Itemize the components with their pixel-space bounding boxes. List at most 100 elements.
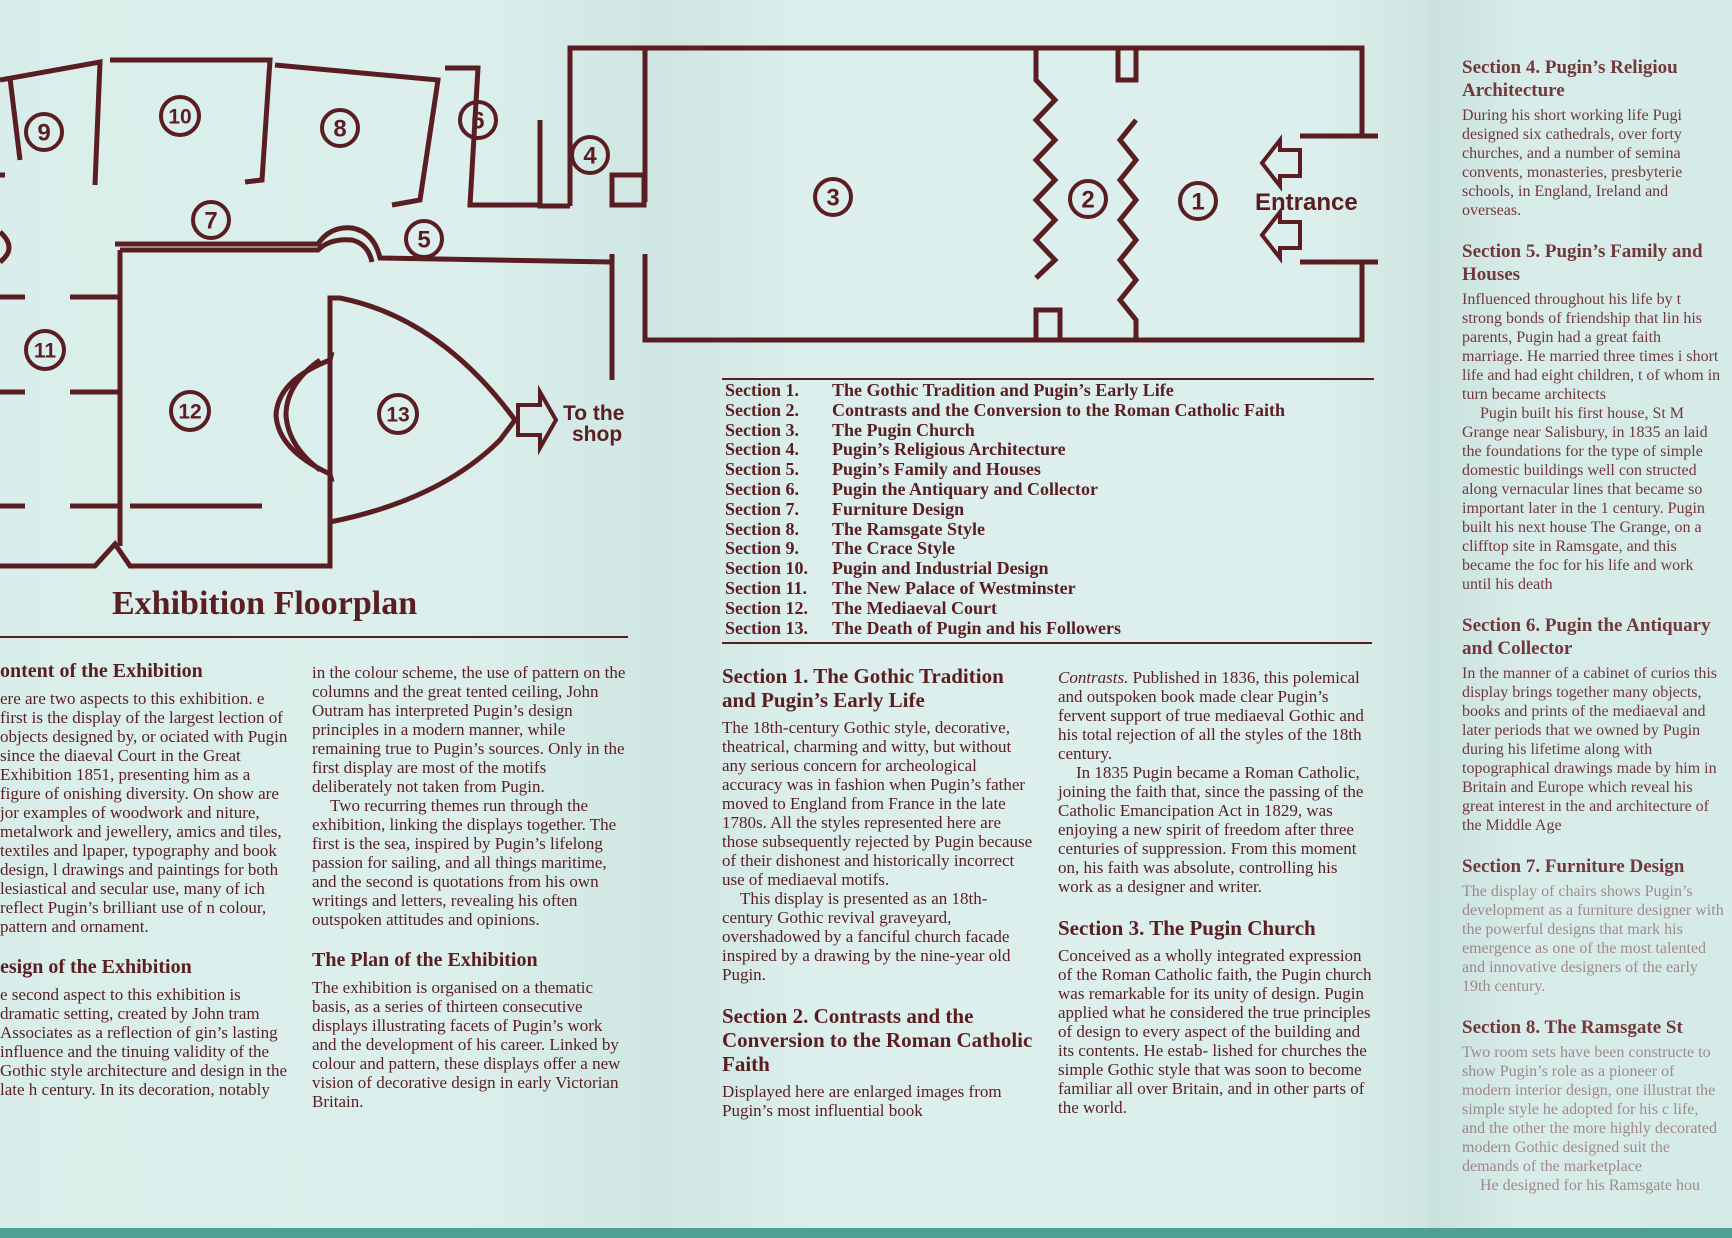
- svg-text:10: 10: [168, 106, 191, 129]
- section-list-item: Section 13.The Death of Pugin and his Fo…: [725, 617, 1122, 638]
- svg-text:3: 3: [826, 185, 839, 212]
- paragraph-section-4: During his short working life Pugi desig…: [1462, 107, 1683, 219]
- plan-marker-7: 7: [191, 200, 231, 240]
- heading-section-3: Section 3. The Pugin Church: [1058, 916, 1316, 940]
- heading-plan: The Plan of the Exhibition: [312, 949, 538, 971]
- heading-section-7: Section 7. Furniture Design: [1462, 856, 1685, 877]
- section-list-item: Section 12.The Mediaeval Court: [725, 597, 997, 618]
- plan-marker-1: 1: [1178, 181, 1218, 221]
- section-list-item: Section 7.Furniture Design: [725, 498, 965, 519]
- plan-marker-10: 10: [159, 95, 201, 137]
- svg-text:11: 11: [34, 340, 57, 363]
- shop-label-line2: shop: [572, 423, 622, 446]
- plan-wall-band: [0, 225, 613, 265]
- paragraph-section-8b: He designed for his Ramsgate hou: [1480, 1177, 1700, 1194]
- paragraph-contrasts: Contrasts. Published in 1836, this polem…: [1058, 668, 1364, 763]
- plan-marker-12: 12: [169, 390, 211, 432]
- plan-marker-6: 6: [458, 100, 498, 140]
- plan-entrance-arrow-top: [1259, 134, 1302, 192]
- plan-ticks-11: [0, 294, 118, 509]
- heading-section-1: Section 1. The Gothic Tradition and Pugi…: [722, 664, 1004, 712]
- plan-wall-room9: [7, 77, 23, 161]
- shop-label-line1: To the: [563, 402, 624, 425]
- paragraph-section-1b: This display is presented as an 18th-cen…: [722, 889, 1011, 984]
- paragraph-section-3: Conceived as a wholly integrated express…: [1058, 946, 1372, 1117]
- plan-zigzag-left: [1032, 50, 1059, 280]
- svg-text:2: 2: [1081, 187, 1094, 214]
- paragraph-conversion: In 1835 Pugin became a Roman Catholic, j…: [1058, 763, 1364, 896]
- plan-wall-lower: [0, 250, 519, 569]
- svg-text:6: 6: [471, 108, 484, 135]
- paragraph-themes: Two recurring themes run through the exh…: [312, 796, 617, 929]
- plan-marker-3: 3: [813, 177, 853, 217]
- heading-section-2: Section 2. Contrasts and the Conversion …: [722, 1004, 1033, 1076]
- paragraph-design: e second aspect to this exhibition is dr…: [0, 985, 288, 1099]
- plan-wall-stub: [537, 170, 570, 209]
- plan-marker-11: 11: [24, 329, 66, 371]
- paragraph-section-5: Influenced throughout his life by t stro…: [1462, 291, 1721, 403]
- svg-text:7: 7: [204, 208, 217, 235]
- paragraph-section-5b: Pugin built his first house, St M Grange…: [1462, 405, 1708, 593]
- plan-pillar: [609, 172, 647, 208]
- plan-marker-13: 13: [377, 393, 419, 435]
- middle-column-2: Contrasts. Published in 1836, this polem…: [1058, 668, 1373, 1117]
- floorplan-diagram: 1 2 3 4 5 6 7 8 9 10 11 12 13 Entrance T…: [0, 45, 1378, 569]
- paragraph-section-1: The 18th-century Gothic style, decorativ…: [722, 718, 1033, 889]
- paragraph-colour-scheme: in the colour scheme, the use of pattern…: [312, 663, 626, 796]
- floorplan-title: Exhibition Floorplan: [112, 585, 418, 622]
- plan-wall-gap: [609, 254, 648, 380]
- section-list-item: Section 1.The Gothic Tradition and Pugin…: [725, 380, 1174, 400]
- section-list-top-rule: [722, 378, 1374, 380]
- paragraph-section-8: Two room sets have been constructe to sh…: [1462, 1044, 1718, 1175]
- plan-marker-4: 4: [570, 135, 610, 175]
- entrance-label: Entrance: [1255, 189, 1358, 216]
- plan-shop-arrow: [516, 384, 559, 456]
- section-list-item: Section 6.Pugin the Antiquary and Collec…: [725, 478, 1099, 499]
- heading-section-6: Section 6. Pugin the Antiquary and Colle…: [1462, 615, 1711, 659]
- section-list-item: Section 8.The Ramsgate Style: [725, 518, 985, 539]
- plan-marker-8: 8: [320, 108, 360, 148]
- plan-zigzag-right: [1116, 118, 1140, 340]
- paragraph-content: ere are two aspects to this exhibition. …: [0, 689, 288, 936]
- section-list-item: Section 11.The New Palace of Westminster: [725, 577, 1076, 598]
- right-panel: [1430, 0, 1732, 1238]
- plan-wall-outer: [567, 45, 1365, 343]
- svg-text:9: 9: [37, 120, 50, 147]
- plan-marker-2: 2: [1068, 179, 1108, 219]
- paragraph-plan: The exhibition is organised on a themati…: [312, 978, 621, 1111]
- section-list-item: Section 9.The Crace Style: [725, 538, 955, 559]
- section-list-item: Section 10.Pugin and Industrial Design: [725, 558, 1049, 579]
- paragraph-section-7: The display of chairs shows Pugin’s deve…: [1462, 883, 1724, 995]
- svg-text:12: 12: [178, 401, 201, 424]
- right-column: Section 4. Pugin’s Religiou Architecture…: [1462, 56, 1724, 1195]
- svg-text:4: 4: [583, 143, 597, 170]
- left-column-1: ontent of the Exhibition ere are two asp…: [0, 660, 290, 1099]
- plan-entrance-arrow-bottom: [1259, 206, 1302, 264]
- heading-content: ontent of the Exhibition: [0, 660, 203, 682]
- left-column-2: in the colour scheme, the use of pattern…: [312, 663, 630, 1111]
- plan-marker-5: 5: [404, 219, 444, 259]
- svg-text:13: 13: [386, 404, 409, 427]
- title-rule: [0, 636, 628, 638]
- section-list-item: Section 5.Pugin’s Family and Houses: [725, 459, 1041, 480]
- section-list-item: Section 2.Contrasts and the Conversion t…: [725, 399, 1286, 420]
- heading-section-4: Section 4. Pugin’s Religiou Architecture: [1462, 57, 1678, 101]
- heading-section-8: Section 8. The Ramsgate St: [1462, 1017, 1683, 1038]
- svg-text:1: 1: [1191, 189, 1204, 216]
- svg-text:5: 5: [417, 227, 430, 254]
- paragraph-section-2: Displayed here are enlarged images from …: [722, 1082, 1002, 1120]
- bottom-edge-strip: [0, 1228, 1732, 1238]
- section-list-item: Section 3.The Pugin Church: [725, 419, 975, 440]
- section-list-item: Section 4.Pugin’s Religious Architecture: [725, 439, 1066, 460]
- plan-wall-s2: [1033, 50, 1139, 340]
- section-list: Section 1.The Gothic Tradition and Pugin…: [725, 380, 1395, 638]
- paragraph-section-6: In the manner of a cabinet of curios thi…: [1462, 665, 1718, 834]
- svg-text:8: 8: [333, 116, 346, 143]
- plan-wall-band2: [120, 237, 375, 263]
- section-list-bottom-rule: [722, 642, 1372, 644]
- plan-wall-rooms-top: [0, 57, 543, 208]
- middle-column-1: Section 1. The Gothic Tradition and Pugi…: [722, 664, 1034, 1120]
- heading-design: esign of the Exhibition: [0, 956, 192, 978]
- heading-section-5: Section 5. Pugin’s Family and Houses: [1462, 241, 1703, 285]
- plan-marker-9: 9: [24, 112, 64, 152]
